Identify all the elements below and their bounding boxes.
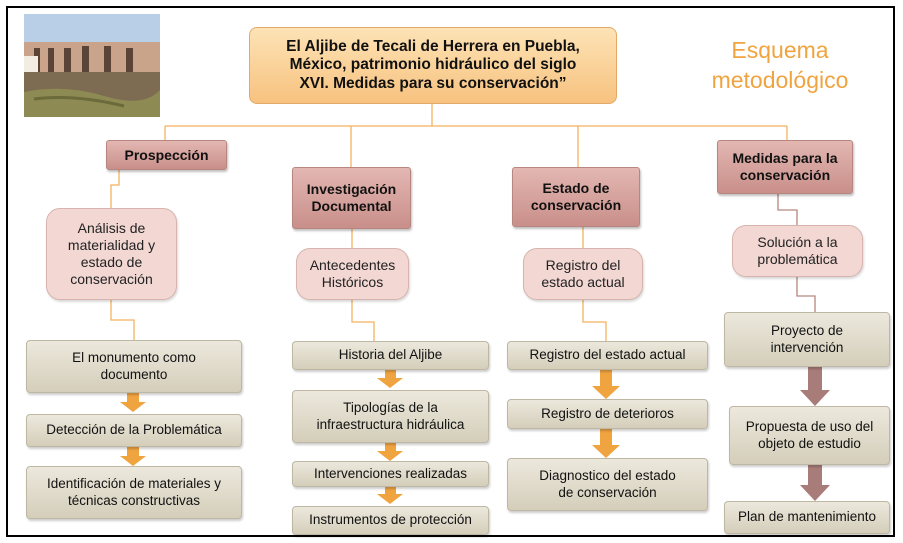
diagram-frame [6, 6, 895, 537]
item-diagnostico: Diagnostico del estado de conservación [507, 458, 708, 511]
item-monumento: El monumento como documento [26, 340, 242, 393]
sub-registro: Registro del estado actual [523, 248, 643, 300]
aljibe-photo [24, 14, 160, 117]
arrow-estado-2 [592, 429, 620, 458]
item-identificacion: Identificación de materiales y técnicas … [26, 466, 242, 519]
connector-sub-item-estado [582, 300, 607, 341]
connector-sub-item-medidas [796, 277, 816, 312]
sub-solucion: Solución a la problemática [732, 225, 863, 277]
connector-prospeccion-sub [110, 170, 120, 208]
item-instrumentos: Instrumentos de protección [292, 506, 489, 535]
connector-sub-item-investigacion [351, 300, 375, 341]
arrow-medidas-2 [800, 465, 830, 501]
arrow-inv-2 [377, 443, 403, 461]
heading-estado: Estado de conservación [512, 167, 640, 227]
heading-prospeccion: Prospección [106, 140, 227, 170]
item-registro-estado: Registro del estado actual [507, 341, 708, 370]
item-deteccion: Detección de la Problemática [26, 414, 242, 447]
schema-label: Esquema metodológico [711, 37, 849, 93]
diagram-title: El Aljibe de Tecali de Herrera en Puebla… [249, 27, 617, 104]
arrow-medidas-1 [800, 367, 830, 406]
heading-investigacion: Investigación Documental [292, 167, 411, 229]
item-intervenciones: Intervenciones realizadas [292, 461, 489, 487]
connector-sub-item-prospeccion [110, 300, 135, 340]
item-plan: Plan de mantenimiento [724, 501, 890, 534]
arrow-prosp-2 [120, 447, 146, 466]
item-propuesta: Propuesta de uso del objeto de estudio [729, 406, 890, 465]
item-historia: Historia del Aljibe [292, 341, 489, 370]
item-proyecto: Proyecto de intervención [724, 312, 890, 367]
sub-antecedentes: Antecedentes Históricos [296, 248, 409, 300]
sub-analisis: Análisis de materialidad y estado de con… [46, 208, 177, 300]
arrow-estado-1 [592, 370, 620, 399]
arrow-inv-3 [377, 487, 403, 504]
heading-medidas: Medidas para la conservación [717, 140, 853, 194]
arrow-prosp-1 [120, 393, 146, 412]
item-registro-deterioros: Registro de deterioros [507, 399, 708, 429]
item-tipologias: Tipologías de la infraestructura hidrául… [292, 390, 489, 443]
connector-medidas-sub [777, 194, 798, 225]
arrow-inv-1 [377, 370, 403, 388]
